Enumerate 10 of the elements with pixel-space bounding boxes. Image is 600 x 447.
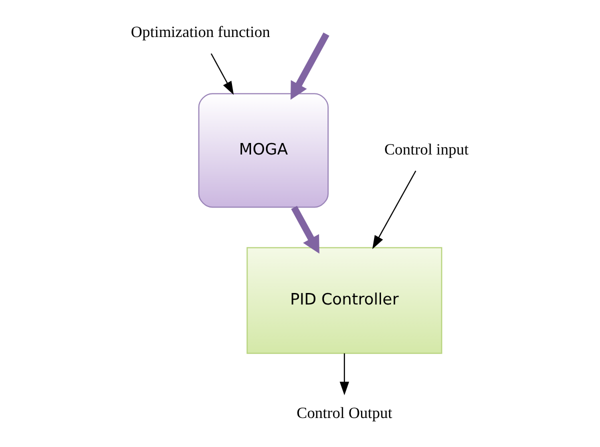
node-box: PID Controller (246, 247, 442, 354)
arrow (290, 32, 330, 100)
arrow (291, 206, 320, 254)
arrow (340, 353, 350, 396)
node-text: Optimization function (130, 24, 270, 42)
node-text: Control input (384, 142, 469, 159)
arrow (372, 170, 416, 250)
node-text: Control Output (296, 405, 392, 422)
node-box: MOGA (198, 93, 329, 208)
arrow (210, 53, 234, 95)
